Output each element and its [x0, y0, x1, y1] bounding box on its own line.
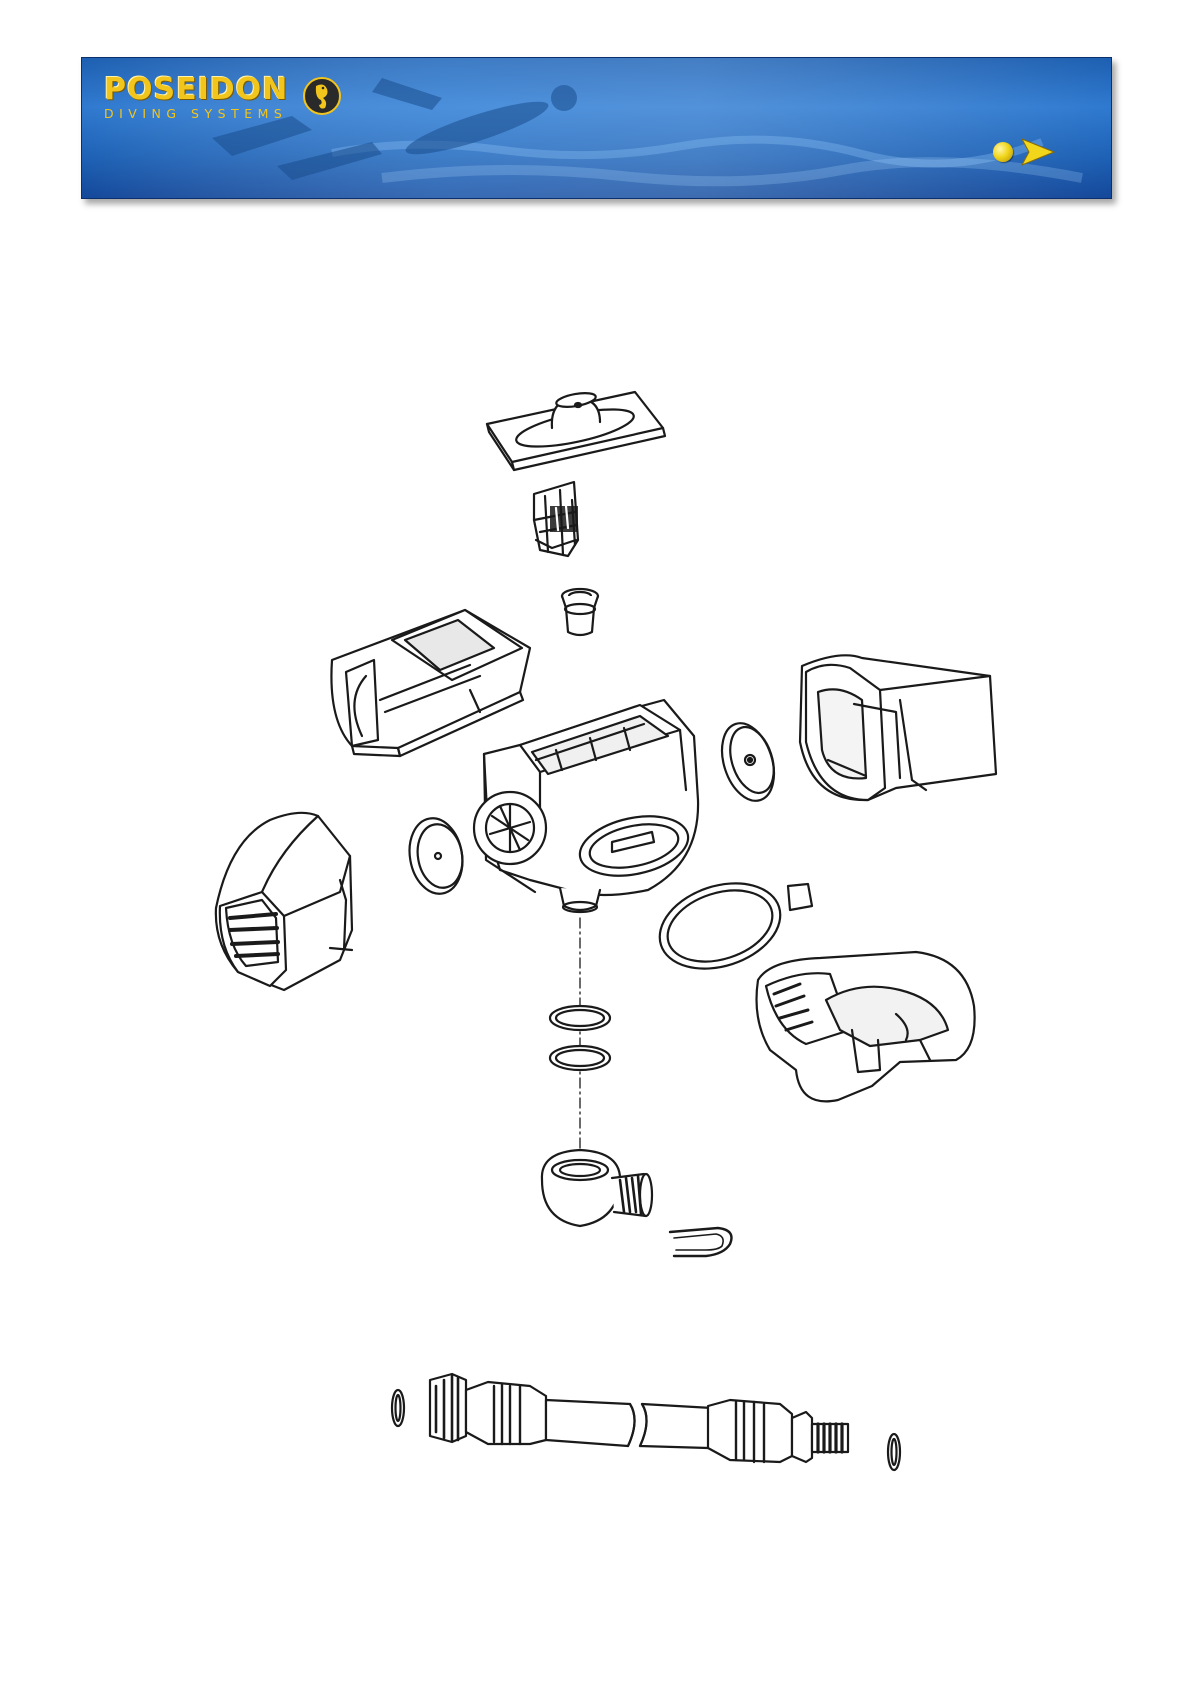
exhaust-diaphragm-left	[404, 814, 468, 898]
regulator-housing	[474, 700, 698, 912]
front-cover-left	[216, 813, 352, 990]
swivel-connector	[542, 1150, 652, 1226]
hose-o-ring-right	[888, 1434, 900, 1470]
o-ring-upper	[550, 1006, 610, 1030]
hose	[430, 1374, 848, 1462]
top-front-cover	[331, 610, 530, 756]
valve-seat-insert	[562, 589, 598, 635]
u-lock-clip	[670, 1228, 732, 1256]
hose-o-ring-left	[392, 1390, 404, 1426]
side-cover-right	[800, 655, 996, 800]
diaphragm-cover	[487, 391, 665, 470]
diaphragm-clip	[534, 482, 578, 556]
o-ring-lower	[550, 1046, 610, 1070]
mouthpiece	[757, 952, 975, 1101]
exhaust-diaphragm-right	[713, 717, 783, 808]
